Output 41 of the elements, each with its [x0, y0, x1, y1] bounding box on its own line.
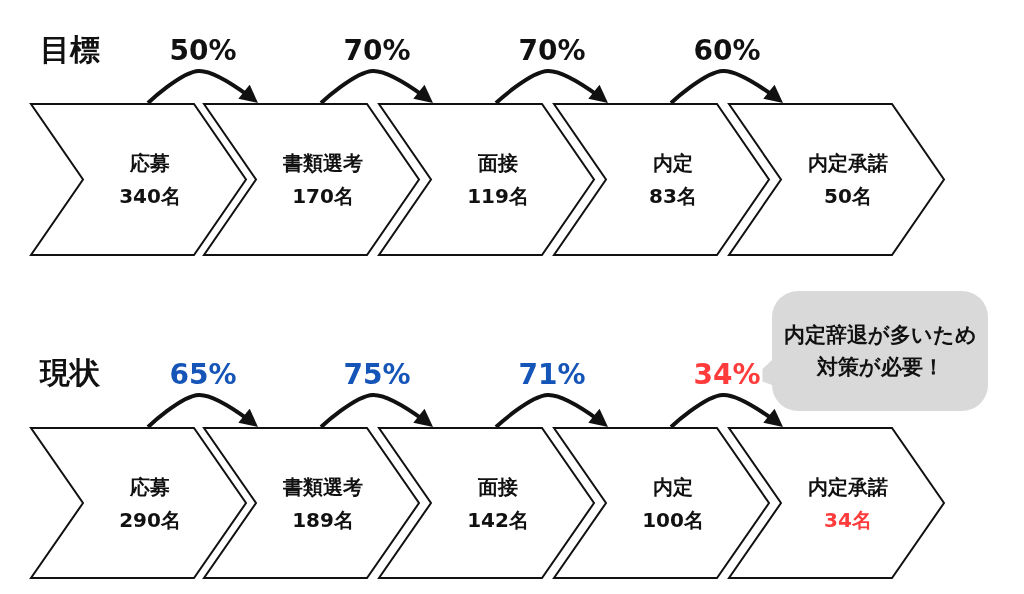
row-heading: 現状 — [40, 355, 100, 391]
curved-arrow — [494, 393, 610, 429]
stage-name: 面接 — [478, 150, 518, 176]
chevron-step — [203, 427, 420, 579]
stage-name: 面接 — [478, 473, 518, 500]
curved-arrow — [669, 69, 785, 105]
headcount: 100名 — [642, 506, 704, 533]
stage-name: 内定 — [653, 150, 693, 176]
headcount: 119名 — [467, 183, 529, 209]
chevron-step — [728, 427, 945, 579]
curved-arrow — [494, 69, 610, 105]
chevron-step — [30, 103, 247, 256]
headcount: 83名 — [649, 183, 697, 209]
chevron-step — [30, 427, 247, 579]
curved-arrow — [669, 393, 785, 429]
stage-name: 応募 — [130, 150, 170, 176]
curved-arrow — [319, 69, 435, 105]
chevron-step — [553, 103, 770, 256]
stage-name: 内定 — [653, 473, 693, 500]
chevron-step — [553, 427, 770, 579]
stage-name: 内定承諾 — [808, 150, 888, 176]
headcount: 290名 — [119, 506, 181, 533]
stage-name: 内定承諾 — [808, 473, 888, 500]
chevron-step — [378, 427, 595, 579]
headcount: 170名 — [292, 183, 354, 209]
row-heading: 目標 — [40, 32, 100, 68]
curved-arrow — [146, 69, 260, 105]
chevron-step — [728, 103, 945, 256]
headcount: 142名 — [467, 506, 529, 533]
chevron-step — [378, 103, 595, 256]
headcount: 340名 — [119, 183, 181, 209]
stage-name: 書類選考 — [283, 473, 363, 500]
curved-arrow — [146, 393, 260, 429]
headcount: 34名 — [824, 506, 872, 533]
stage-name: 応募 — [130, 473, 170, 500]
stage-name: 書類選考 — [283, 150, 363, 176]
chevron-step — [203, 103, 420, 256]
headcount: 50名 — [824, 183, 872, 209]
headcount: 189名 — [292, 506, 354, 533]
curved-arrow — [319, 393, 435, 429]
callout-text: 内定辞退が多いため対策が必要！ — [783, 322, 978, 381]
